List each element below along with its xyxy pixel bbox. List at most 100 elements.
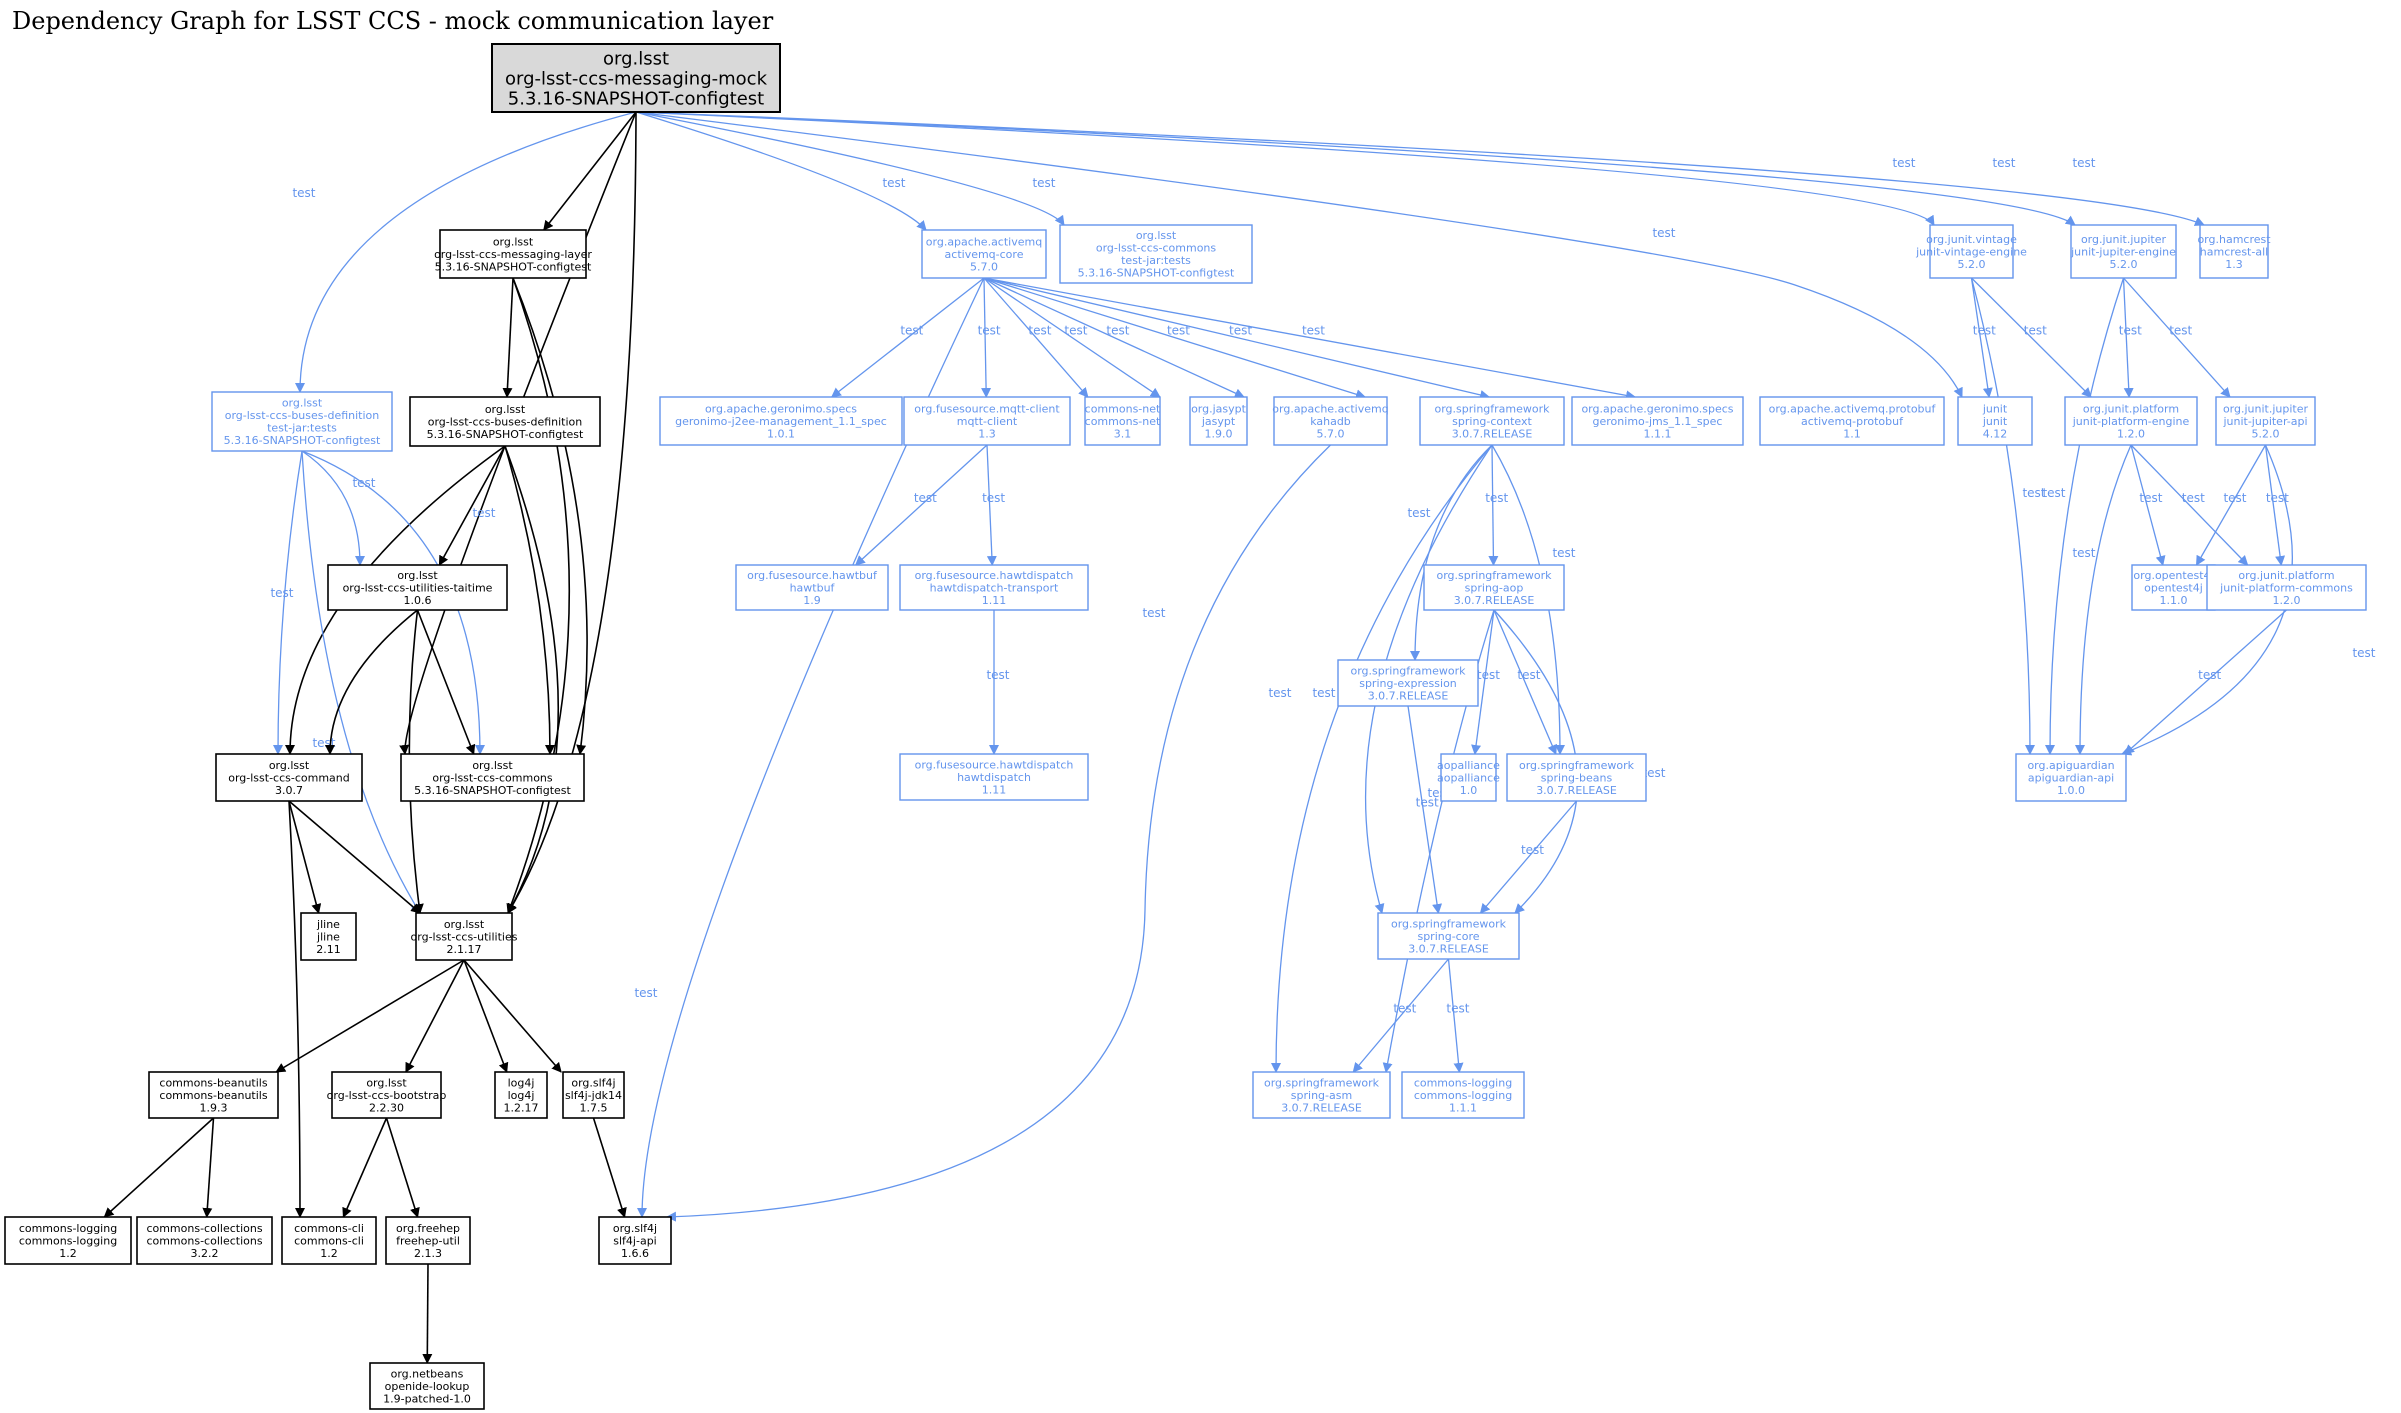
node-box-springexpr (1337, 659, 1479, 707)
node-text-springbeans-0: org.springframework (1519, 759, 1635, 772)
edge-command-to-utilities (288, 800, 422, 914)
node-text-bootstrap-0: org.lsst (366, 1076, 407, 1089)
node-springexpr: org.springframeworkspring-expression3.0.… (1337, 659, 1479, 707)
edge-msglayer-to-commons (512, 277, 588, 755)
node-text-opentest4j-2: 1.1.0 (2160, 594, 2188, 607)
edge-jupapi-to-opentest4j (2195, 444, 2267, 566)
node-text-protobuf-2: 1.1 (1843, 427, 1861, 440)
edge-label-amqcore-to-jms: test (1229, 324, 1252, 338)
node-text-netbeans-2: 1.9-patched-1.0 (383, 1392, 471, 1405)
edge-taitime-to-command (325, 609, 418, 755)
node-text-beanutils-2: 1.9.3 (200, 1101, 228, 1114)
node-box-commonstests (1059, 224, 1253, 284)
node-text-jline-2: 2.11 (316, 943, 341, 956)
node-box-log4j (494, 1071, 548, 1119)
edge-layer: test test test test test test test test test test… (103, 111, 2376, 1364)
edge-label-root-to-busestests: test (292, 186, 315, 200)
edge-busesdef-to-commons (504, 445, 555, 755)
node-text-cnet-1: commons-net (1085, 415, 1161, 428)
node-text-hawtbuf-1: hawtbuf (790, 581, 836, 594)
node-text-slf4japi-2: 1.6.6 (621, 1247, 649, 1260)
node-box-ccoll (136, 1216, 273, 1265)
graph-title: Dependency Graph for LSST CCS - mock com… (12, 7, 774, 35)
edge-root-to-hamcrest (635, 111, 2205, 226)
node-text-utilities-2: 2.1.17 (447, 943, 482, 956)
node-text-netbeans-1: openide-lookup (385, 1380, 470, 1393)
edge-beanutils-to-clogging12 (103, 1117, 215, 1218)
node-taitime: org.lsstorg-lsst-ccs-utilities-taitime1.… (327, 564, 508, 611)
node-text-j2ee-0: org.apache.geronimo.specs (705, 402, 857, 415)
node-text-platcommons-2: 1.2.0 (2273, 594, 2301, 607)
node-text-utilities-0: org.lsst (444, 918, 485, 931)
edge-label-springcore-to-springasm: test (1393, 1002, 1416, 1016)
edge-vintage-to-platengine (1971, 277, 2092, 398)
node-commonstests: org.lsstorg-lsst-ccs-commonstest-jar:tes… (1059, 224, 1253, 284)
node-busestests: org.lsstorg-lsst-ccs-buses-definitiontes… (211, 391, 393, 452)
node-text-clogging111-0: commons-logging (1414, 1076, 1512, 1089)
node-box-kahadb (1273, 396, 1388, 446)
node-box-beanutils (148, 1071, 279, 1119)
node-text-vintage-2: 5.2.0 (1958, 258, 1986, 271)
node-text-msglayer-0: org.lsst (493, 235, 534, 248)
node-text-hawtbuf-2: 1.9 (803, 594, 821, 607)
node-text-springexpr-2: 3.0.7.RELEASE (1368, 689, 1449, 702)
node-text-junit-0: junit (1982, 402, 2008, 415)
edge-label-springctx-to-springbeans: test (1552, 546, 1575, 560)
edge-label-jupengine-to-jupapi: test (2169, 324, 2192, 338)
node-text-clogging111-2: 1.1.1 (1449, 1101, 1477, 1114)
edge-label-hdtransport-to-hawtdispatch: test (986, 668, 1009, 682)
edge-label-busestests-to-utilities: test (312, 736, 335, 750)
node-springctx: org.springframeworkspring-context3.0.7.R… (1419, 396, 1565, 446)
edge-springaop-to-aopalliance (1471, 609, 1495, 755)
edge-amqcore-to-j2ee (830, 277, 985, 398)
node-text-command-2: 3.0.7 (275, 784, 303, 797)
edge-label-jupapi-to-opentest4j: test (2223, 491, 2246, 505)
node-text-jupapi-2: 5.2.0 (2252, 427, 2280, 440)
node-text-springcore-1: spring-core (1417, 930, 1479, 943)
node-text-hdtransport-1: hawtdispatch-transport (930, 581, 1059, 594)
node-box-clogging12 (4, 1216, 132, 1265)
node-text-log4j-0: log4j (508, 1076, 535, 1089)
edge-label-amqcore-to-springctx: test (1167, 324, 1190, 338)
node-box-cnet (1084, 396, 1161, 446)
node-text-platcommons-0: org.junit.platform (2238, 569, 2334, 582)
edge-label-amqcore-to-jasypt: test (1064, 324, 1087, 338)
edge-label-root-to-vintage: test (1892, 156, 1915, 170)
node-text-busesdef-0: org.lsst (485, 403, 526, 416)
node-ccoll: commons-collectionscommons-collections3.… (136, 1216, 273, 1265)
edge-amqcore-to-jasypt (983, 277, 1161, 398)
edge-springcore-to-springasm (1352, 958, 1449, 1073)
node-text-log4j-2: 1.2.17 (504, 1101, 539, 1114)
node-text-hdtransport-0: org.fusesource.hawtdispatch (915, 569, 1074, 582)
edge-busestests-to-taitime (301, 450, 365, 566)
node-text-apiguardian-1: apiguardian-api (2028, 771, 2114, 784)
node-protobuf: org.apache.activemq.protobufactivemq-pro… (1759, 396, 1945, 446)
node-text-kahadb-1: kahadb (1310, 415, 1351, 428)
edge-bootstrap-to-ccli (342, 1117, 388, 1218)
node-text-hamcrest-1: hamcrest-all (2200, 245, 2268, 258)
node-text-mqtt-2: 1.3 (978, 427, 996, 440)
node-text-junit-1: junit (1982, 415, 2008, 428)
edge-amqcore-to-cnet (983, 277, 1089, 398)
node-text-hawtdispatch-1: hawtdispatch (957, 771, 1031, 784)
edge-label-vintage-to-platengine: test (2024, 324, 2047, 338)
node-box-springasm (1252, 1071, 1391, 1119)
node-text-jupapi-0: org.junit.jupiter (2223, 402, 2309, 415)
node-text-kahadb-2: 5.7.0 (1317, 427, 1345, 440)
edge-root-to-vintage (635, 111, 1935, 226)
node-text-opentest4j-0: org.opentest4j (2133, 569, 2213, 582)
edge-root-to-busestests (295, 111, 637, 393)
node-springasm: org.springframeworkspring-asm3.0.7.RELEA… (1252, 1071, 1391, 1119)
node-text-jms-1: geronimo-jms_1.1_spec (1593, 415, 1723, 428)
